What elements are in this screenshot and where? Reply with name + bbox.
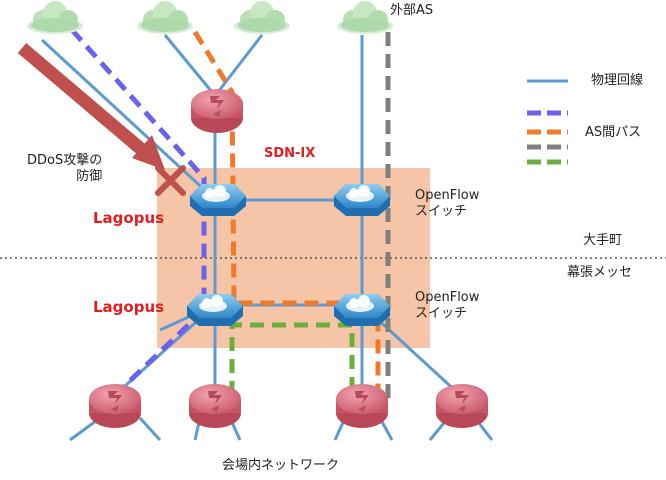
openflow-top-line1: OpenFlow [415,188,480,203]
cloud-icon [27,1,83,34]
makuhari-label: 幕張メッセ [567,265,633,280]
legend-swatches [527,79,568,165]
openflow-top-label: OpenFlow スイッチ [415,188,479,221]
lagopus-top-label: Lagopus [93,209,165,227]
router-icon [336,384,388,428]
openflow-bottom-line1: OpenFlow [415,290,480,305]
as-path-orange [192,30,381,398]
openflow-bottom-label: OpenFlow スイッチ [415,290,479,323]
sdn-ix-label: SDN-IX [264,146,316,161]
openflow-top-line2: スイッチ [415,204,468,220]
cloud-icon [337,1,393,34]
ddos-label-line1: DDoS攻撃の [27,153,103,168]
cross-icon [155,165,186,196]
router-icon [191,89,243,133]
switch-icon [334,294,390,326]
venue-network-label: 会場内ネットワーク [222,458,340,473]
router-icon [89,384,141,428]
router-icon [189,384,241,428]
openflow-bottom-line2: スイッチ [415,306,468,322]
legend-physical-line-label: 物理回線 [591,73,644,88]
arrow-icon [17,43,165,170]
otemachi-label: 大手町 [583,233,623,248]
switch-icon [334,184,390,216]
switch-icon [187,294,243,326]
lagopus-bottom-label: Lagopus [93,298,165,316]
switch-icon [190,184,246,216]
ddos-label-line2: 防御 [76,169,103,185]
external-as-label: 外部AS [390,3,434,18]
ddos-label: DDoS攻撃の 防御 [27,153,102,186]
cloud-icon [234,1,290,34]
legend-as-path-label: AS間パス [585,125,642,140]
as-path-green [229,322,355,398]
router-icon [436,384,488,428]
cloud-icon [137,1,193,34]
as-path-blue [70,28,207,397]
